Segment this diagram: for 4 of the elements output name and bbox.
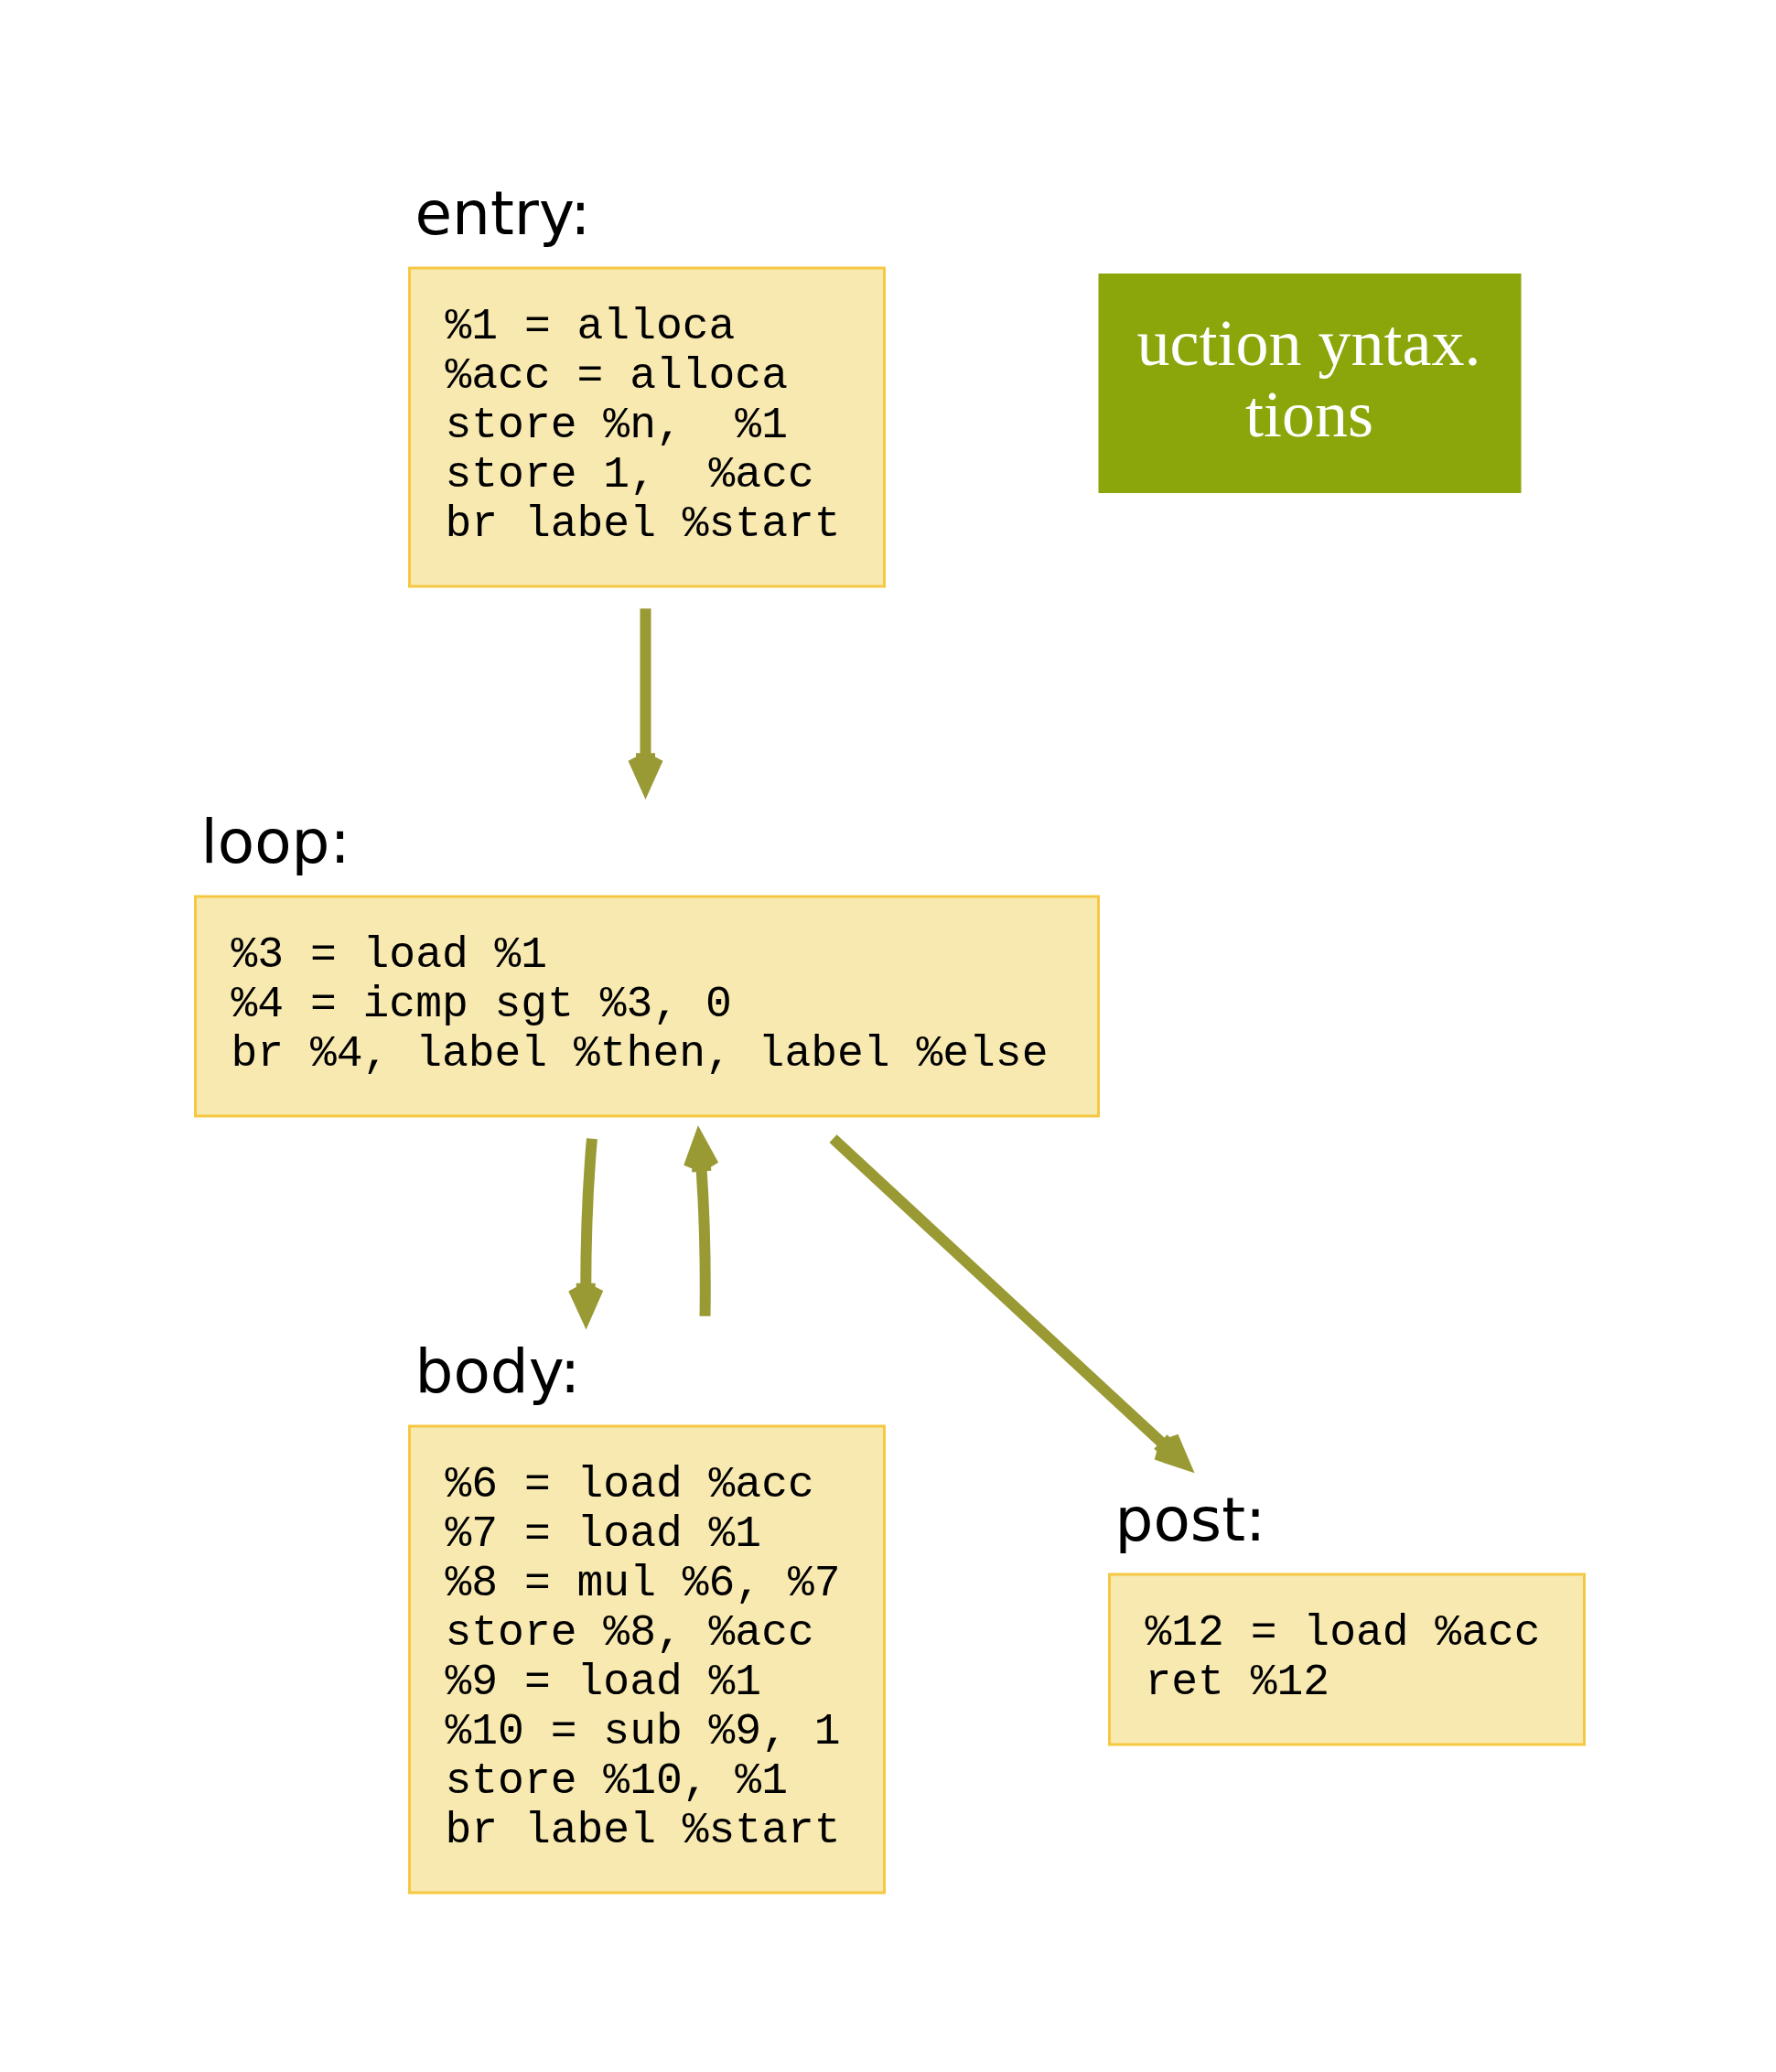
node-label: loop: [200, 806, 350, 877]
node-label: body: [414, 1336, 580, 1407]
node-label: post: [1114, 1484, 1265, 1555]
node-label: entry: [414, 177, 590, 249]
